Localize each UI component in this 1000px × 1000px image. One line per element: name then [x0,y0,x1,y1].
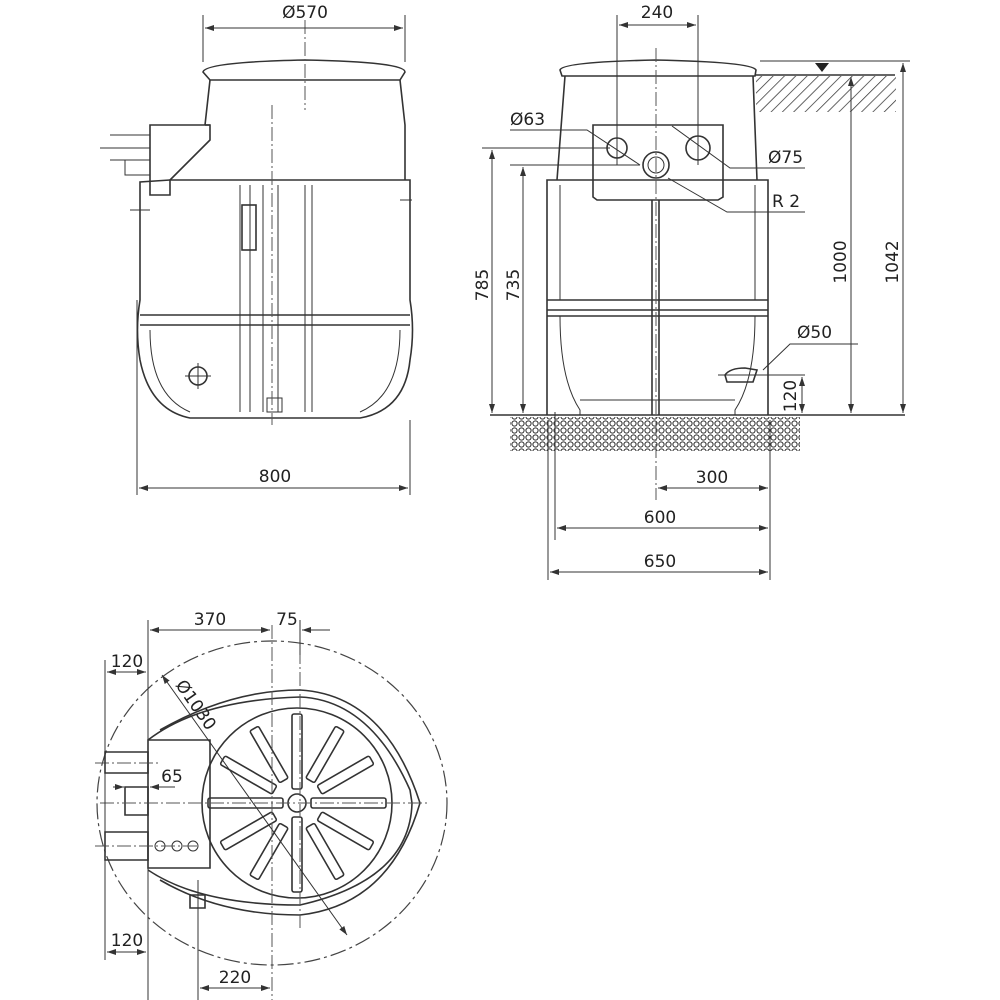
side-view: 240 Ø63 Ø75 R 2 Ø50 785 735 1000 1042 12… [473,3,910,580]
dim-offset-left: 370 [194,610,226,630]
dim-inlet-diameter: Ø63 [510,110,545,130]
dim-base-width: 600 [644,508,676,528]
dim-drain-height: 120 [781,380,801,412]
dim-vent-thread: R 2 [772,192,800,212]
rib [249,822,289,881]
dim-pipe-length-top: 120 [111,652,143,672]
ground-hatch [756,76,896,112]
dim-outlet-diameter: Ø75 [768,148,803,168]
dim-drain-diameter: Ø50 [797,323,832,343]
dim-height-with-lid: 1042 [883,240,903,283]
gravel-bed [510,417,800,451]
dim-inlet-height: 785 [473,269,493,301]
dim-top-diameter: Ø570 [282,3,328,23]
rib [305,822,345,881]
rib [305,725,345,784]
dim-pipe-length-bottom: 120 [111,931,143,951]
dim-outlet-height: 735 [504,269,524,301]
dim-pipe-spacing: 240 [641,3,673,23]
top-view: 370 75 120 120 65 220 Ø1030 [95,610,448,1000]
dim-body-width: 650 [644,552,676,572]
dim-offset-right: 75 [276,610,298,630]
rib [249,725,289,784]
dim-width: 800 [259,467,291,487]
dim-total-height: 1000 [831,240,851,283]
rib [316,811,375,851]
front-view: Ø570 800 [100,3,414,495]
dim-half-base: 300 [696,468,728,488]
rib [219,811,278,851]
rib [316,755,375,795]
dim-pipe-offset: 65 [161,767,183,787]
ground-level-icon [815,63,829,72]
rib [219,755,278,795]
dim-drain-offset: 220 [219,968,251,988]
